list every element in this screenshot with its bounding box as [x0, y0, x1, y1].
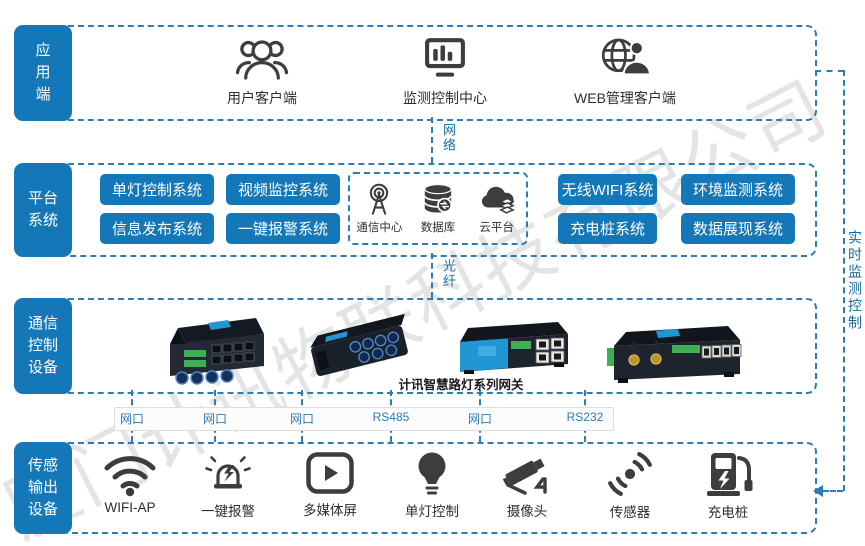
system-button-charging-pile[interactable]: 充电桩系统 [558, 213, 657, 244]
realtime-line-top [815, 70, 844, 72]
app-item-monitor-center: 监测控制中心 [370, 33, 520, 108]
database-icon [409, 181, 467, 218]
port-label-lan1: 网口 [119, 412, 144, 426]
core-item-cloud: 云平台 [468, 181, 526, 235]
gateway-series-caption: 计讯智慧路灯系列网关 [398, 378, 524, 392]
sensor-item-wifi-ap: WIFI-AP [75, 450, 185, 515]
system-button-info-publish[interactable]: 信息发布系统 [100, 213, 214, 244]
fiber-connector-line [431, 253, 433, 298]
gateway-device-2 [300, 306, 418, 392]
platform-layer-label: 平台 系统 [14, 163, 72, 257]
cloud-platform-icon [468, 181, 526, 218]
system-button-one-key-alarm[interactable]: 一键报警系统 [226, 213, 340, 244]
system-button-environment[interactable]: 环境监测系统 [681, 174, 795, 205]
sensor-signal-icon [575, 450, 685, 498]
globe-user-icon [550, 33, 700, 85]
communication-layer-label: 通信 控制 设备 [14, 298, 72, 394]
sensor-item-alarm: 一键报警 [173, 450, 283, 520]
sensor-layer-label: 传感 输出 设备 [14, 442, 72, 534]
gateway-device-4 [600, 318, 752, 392]
sensor-item-label: 充电桩 [707, 505, 749, 520]
sensor-item-label: 一键报警 [201, 504, 255, 519]
system-button-wifi[interactable]: 无线WIFI系统 [558, 174, 657, 205]
port-label-lan4: 网口 [467, 412, 492, 426]
sensor-item-sensor: 传感器 [575, 450, 685, 521]
system-button-data-display[interactable]: 数据展现系统 [681, 213, 795, 244]
ev-charger-icon [673, 450, 783, 498]
app-item-web-client: WEB管理客户端 [550, 33, 700, 108]
port-label-band [114, 407, 614, 431]
sensor-item-camera: 摄像头 [472, 450, 582, 520]
core-item-label: 数据库 [420, 222, 456, 234]
core-item-database: 数据库 [409, 181, 467, 235]
gateway-device-1 [156, 310, 274, 388]
sensor-item-label: WIFI-AP [104, 500, 156, 515]
realtime-arrow-icon [813, 485, 823, 497]
antenna-icon [350, 181, 408, 218]
network-connector-line [431, 117, 433, 163]
port-label-rs232: RS232 [566, 410, 604, 424]
port-label-lan3: 网口 [289, 412, 314, 426]
gateway-device-3 [448, 316, 576, 380]
cctv-camera-icon [472, 450, 582, 497]
app-item-label: 监测控制中心 [403, 90, 487, 106]
media-screen-icon [275, 450, 385, 496]
system-button-video[interactable]: 视频监控系统 [226, 174, 340, 205]
sensor-item-label: 多媒体屏 [303, 503, 357, 518]
users-icon [187, 33, 337, 85]
realtime-line-bottom [823, 490, 843, 492]
port-label-lan2: 网口 [202, 412, 227, 426]
app-item-label: WEB管理客户端 [574, 90, 676, 106]
sensor-item-light-control: 单灯控制 [377, 450, 487, 520]
core-item-comm-center: 通信中心 [350, 181, 408, 235]
core-item-label: 通信中心 [356, 222, 403, 234]
network-connector-label: 网络 [441, 123, 456, 153]
port-label-rs485: RS485 [372, 410, 410, 424]
system-button-single-light[interactable]: 单灯控制系统 [100, 174, 214, 205]
core-item-label: 云平台 [479, 222, 514, 234]
alarm-icon [173, 450, 283, 497]
application-layer-label: 应 用 端 [14, 25, 72, 121]
platform-core-box: 通信中心 数据库 [348, 172, 528, 245]
sensor-item-label: 摄像头 [506, 504, 548, 519]
app-item-label: 用户客户端 [227, 90, 297, 106]
light-bulb-icon [377, 450, 487, 497]
wifi-icon [75, 450, 185, 497]
sensor-item-charger: 充电桩 [673, 450, 783, 521]
realtime-control-label: 实时监测控制 [847, 230, 863, 332]
sensor-item-label: 单灯控制 [405, 504, 459, 519]
monitor-chart-icon [370, 33, 520, 85]
sensor-item-label: 传感器 [609, 505, 651, 520]
sensor-item-media-screen: 多媒体屏 [275, 450, 385, 519]
realtime-line-vertical [843, 70, 845, 491]
fiber-connector-label: 光纤 [441, 259, 456, 289]
app-item-user-client: 用户客户端 [187, 33, 337, 108]
